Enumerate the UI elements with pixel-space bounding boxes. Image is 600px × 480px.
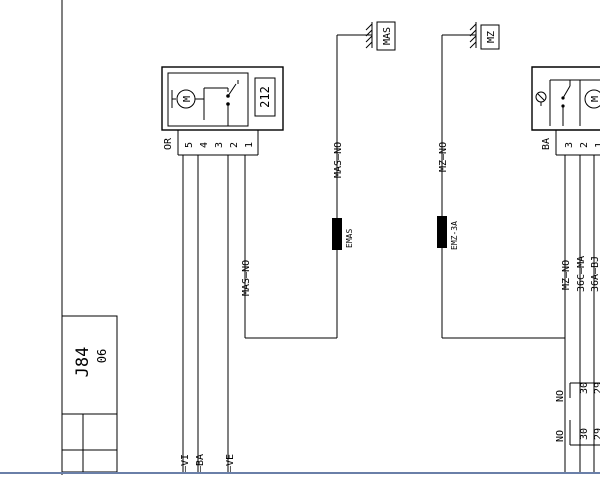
right-connector: BA 3 2 1	[541, 130, 600, 156]
left-pin-2: 2	[229, 142, 240, 148]
right-component-body	[531, 66, 600, 131]
wire-label-mas-lower: MAS—NO	[241, 260, 252, 296]
connector-id-box	[254, 77, 276, 117]
left-wires	[182, 155, 337, 472]
right-motor-label: M	[590, 96, 600, 102]
ground-mas-box	[376, 21, 396, 51]
left-pin-1: 1	[244, 142, 255, 148]
motor-label: M	[182, 96, 193, 102]
upper-pin-30: 30	[579, 382, 590, 394]
upper-pin-29: 29	[593, 382, 600, 394]
left-component: M 212	[161, 66, 284, 131]
lower-connector-label: NO	[555, 430, 566, 442]
block-sub: 06	[95, 349, 109, 363]
left-component-body	[161, 66, 284, 131]
right-wires	[564, 155, 595, 472]
lower-pin-30: 30	[579, 428, 590, 440]
bottom-connectors: NO 30 29 NO 30 29	[555, 382, 600, 446]
ground-mas-label: MAS	[382, 27, 393, 45]
left-pin-5: 5	[184, 142, 195, 148]
left-connector: OR 5 4 3 2 1	[163, 130, 259, 156]
upper-connector-label: NO	[555, 390, 566, 402]
left-pin-3: 3	[214, 142, 225, 148]
ground-mz-label: MZ	[486, 31, 497, 43]
right-pin-2: 2	[579, 142, 590, 148]
splice-emas	[332, 218, 342, 250]
right-connector-color: BA	[541, 138, 552, 150]
right-component: M	[531, 66, 600, 131]
switch-blade-icon	[227, 83, 237, 97]
splice-emas-label: EMAS	[345, 229, 354, 248]
splice-emz	[437, 216, 447, 248]
ground-mz: MZ MZ—NO EMZ-3A	[437, 22, 565, 339]
lower-pin-29: 29	[593, 428, 600, 440]
wire-label-mz: MZ—NO	[438, 142, 449, 172]
ground-mz-box	[480, 24, 500, 50]
j84-frame	[61, 315, 118, 473]
wire-label-36a: 36A—BJ	[590, 256, 600, 292]
bottom-wire-ve: —VE	[225, 454, 236, 472]
bottom-wire-ba: —BA	[195, 454, 206, 472]
splice-emz-label: EMZ-3A	[450, 221, 459, 250]
wire-label-mas: MAS—NO	[333, 142, 344, 178]
right-motor-icon	[584, 89, 600, 109]
j84-block: J84 06	[61, 315, 118, 473]
wire-label-mz-lower: MZ—NO	[561, 260, 572, 290]
left-connector-color: OR	[163, 137, 174, 150]
ground-mas: MAS MAS—NO EMAS	[332, 21, 396, 338]
block-title: J84	[73, 347, 93, 378]
right-pin-3: 3	[564, 142, 575, 148]
left-inner-box	[167, 72, 249, 127]
connector-id: 212	[258, 86, 272, 108]
wire-label-36c: 36C—MA	[576, 256, 587, 292]
left-pin-4: 4	[199, 142, 210, 148]
bottom-wire-vi: —VI	[180, 454, 191, 472]
right-pin-1: 1	[594, 142, 600, 148]
